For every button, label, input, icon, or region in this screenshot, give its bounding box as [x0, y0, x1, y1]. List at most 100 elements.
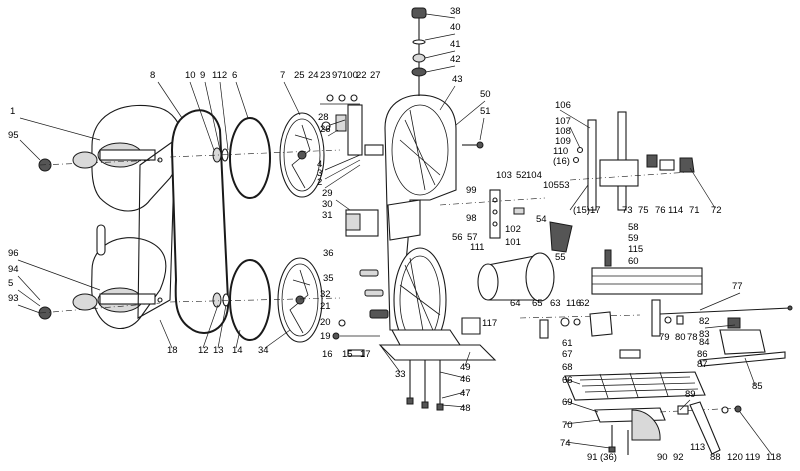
part-label-36: 36	[323, 248, 334, 259]
part-label-70: 70	[562, 420, 573, 431]
part-label-4: 4	[317, 159, 322, 170]
part-label-60: 60	[628, 256, 639, 267]
part-label-36: (36)	[600, 452, 617, 463]
part-label-49: 49	[460, 362, 471, 373]
part-label-21: 21	[320, 301, 331, 312]
part-label-57: 57	[467, 232, 478, 243]
part-label-79: 79	[659, 332, 670, 343]
part-label-89: 89	[685, 389, 696, 400]
switch-box	[335, 199, 379, 237]
part-label-59: 59	[628, 233, 639, 244]
part-label-119: 119	[745, 452, 760, 463]
part-label-16: (16)	[553, 156, 570, 167]
tilt-handle	[659, 401, 742, 455]
part-label-28: 28	[318, 112, 329, 123]
part-label-27: 27	[370, 70, 381, 81]
part-label-109: 109	[555, 136, 571, 147]
table-underside	[594, 407, 666, 455]
part-label-15: 15	[342, 349, 353, 360]
part-label-66: 66	[562, 375, 573, 386]
table-trunnion	[519, 311, 641, 339]
part-label-69: 69	[562, 397, 573, 408]
upper-wheel-bearings	[212, 147, 229, 163]
part-label-18: 18	[167, 345, 178, 356]
part-label-84: 84	[699, 337, 710, 348]
part-label-67: 67	[562, 349, 573, 360]
part-label-77: 77	[732, 281, 743, 292]
part-label-10: 10	[185, 70, 196, 81]
part-label-115: 115	[628, 244, 643, 255]
part-label-62: 62	[579, 298, 590, 309]
part-label-92: 92	[673, 452, 684, 463]
part-label-17: 17	[360, 349, 371, 360]
part-label-22: 22	[356, 70, 367, 81]
part-label-32: 32	[320, 289, 331, 300]
part-label-3: 3	[317, 168, 322, 179]
part-label-85: 85	[752, 381, 763, 392]
part-label-33: 33	[395, 369, 406, 380]
part-label-1: 1	[10, 106, 15, 117]
part-label-46: 46	[460, 374, 471, 385]
part-label-102: 102	[505, 224, 521, 235]
part-label-87: 87	[697, 359, 708, 370]
part-label-88: 88	[710, 452, 721, 463]
part-label-65: 65	[532, 298, 543, 309]
part-label-98: 98	[466, 213, 477, 224]
part-label-5: 5	[8, 278, 13, 289]
miter-rod	[651, 299, 793, 337]
part-label-12: 12	[198, 345, 209, 356]
part-label-7: 7	[280, 70, 285, 81]
part-label-97: 97	[332, 70, 343, 81]
part-label-108: 108	[555, 126, 571, 137]
part-label-14: 14	[232, 345, 243, 356]
motor	[477, 252, 555, 302]
part-label-116: 116	[566, 298, 581, 309]
leader-lines	[17, 13, 773, 456]
part-label-9: 9	[200, 70, 205, 81]
part-label-29: 29	[322, 188, 333, 199]
part-label-16: 16	[322, 349, 333, 360]
part-label-83: 83	[699, 329, 710, 340]
part-label-112: 112	[212, 70, 227, 81]
part-label-90: 90	[657, 452, 668, 463]
part-label-78: 78	[687, 332, 698, 343]
part-label-61: 61	[562, 338, 573, 349]
part-label-101: 101	[505, 237, 521, 248]
part-label-26: 26	[320, 124, 331, 135]
part-label-104: 104	[526, 170, 542, 181]
cover-side-frame	[137, 138, 176, 319]
part-label-53: 53	[559, 180, 570, 191]
upper-cover-knob	[38, 151, 161, 172]
part-label-94: 94	[8, 264, 19, 275]
part-label-105: 105	[543, 180, 559, 191]
part-label-110: 110	[553, 146, 568, 157]
part-label-91: 91	[587, 452, 598, 463]
cover-window-slot	[96, 224, 106, 256]
part-label-47: 47	[460, 388, 471, 399]
part-label-15: (15)	[573, 205, 590, 216]
part-label-68: 68	[562, 362, 573, 373]
part-label-103: 103	[496, 170, 512, 181]
part-label-40: 40	[450, 22, 461, 33]
part-label-50: 50	[480, 89, 491, 100]
upper-blade-guide	[439, 189, 573, 253]
part-label-74: 74	[560, 438, 571, 449]
part-label-13: 13	[213, 345, 224, 356]
part-label-118: 118	[766, 452, 781, 463]
part-label-117: 117	[482, 318, 497, 329]
part-label-48: 48	[460, 403, 471, 414]
part-label-86: 86	[697, 349, 708, 360]
part-label-58: 58	[628, 222, 639, 233]
part-label-107: 107	[555, 116, 571, 127]
part-label-71: 71	[689, 205, 700, 216]
part-label-35: 35	[323, 273, 334, 284]
part-label-24: 24	[308, 70, 319, 81]
part-label-82: 82	[699, 316, 710, 327]
part-label-106: 106	[555, 100, 571, 111]
part-label-42: 42	[450, 54, 461, 65]
lower-guide-hardware	[332, 269, 389, 357]
part-label-54: 54	[536, 214, 547, 225]
part-label-31: 31	[322, 210, 333, 221]
